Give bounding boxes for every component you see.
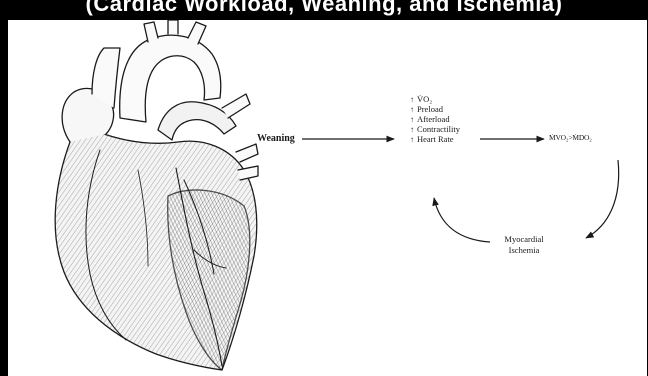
- weaning-label: Weaning: [257, 134, 295, 144]
- factor-label: Preload: [417, 104, 443, 114]
- factor-item: ↑Afterload: [410, 114, 460, 124]
- factor-label: Contractility: [417, 124, 460, 134]
- arrow-ischemia-to-factors: [434, 198, 490, 242]
- slide-title: (Cardiac Workload, Weaning, and Ischemia…: [0, 0, 648, 17]
- diagram-panel: Weaning ↑V̇O₂ ↑Preload ↑Afterload ↑Contr…: [8, 20, 647, 376]
- factor-item: ↑Contractility: [410, 124, 460, 134]
- factor-item: ↑Heart Rate: [410, 134, 460, 144]
- ischemia-label-line1: Myocardial: [494, 234, 554, 245]
- factor-label: V̇O₂: [417, 94, 432, 104]
- heart-illustration: [55, 20, 258, 370]
- factor-item: ↑Preload: [410, 104, 460, 114]
- ischemia-label: Myocardial Ischemia: [494, 234, 554, 256]
- ischemia-label-line2: Ischemia: [494, 245, 554, 256]
- up-arrow-icon: ↑: [410, 135, 417, 145]
- heart-pulmonary-veins: [236, 144, 258, 180]
- factor-label: Afterload: [417, 114, 450, 124]
- factor-list: ↑V̇O₂ ↑Preload ↑Afterload ↑Contractility…: [410, 94, 460, 144]
- arrow-result-to-ischemia: [586, 160, 619, 238]
- factor-item: ↑V̇O₂: [410, 94, 460, 104]
- diagram-canvas: [8, 20, 647, 376]
- title-bar: (Cardiac Workload, Weaning, and Ischemia…: [0, 0, 648, 20]
- factor-label: Heart Rate: [417, 134, 454, 144]
- oxygen-balance-label: ṀVO₂>ṀDO₂: [549, 134, 592, 142]
